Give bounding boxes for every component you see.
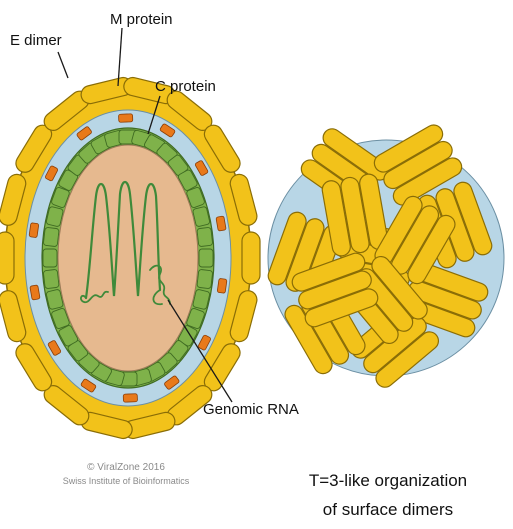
c-protein-unit [199,249,213,267]
c-protein-unit [43,269,59,288]
c-protein-unit [197,269,213,288]
m-protein [119,114,133,122]
c-protein-unit [197,227,213,246]
m-protein [123,394,137,402]
m-protein [217,278,227,293]
virion-surface-view [266,122,504,391]
nucleocapsid-core [58,145,198,371]
c-protein-unit [43,227,59,246]
label-m-protein: M protein [110,11,173,28]
m-protein [29,223,39,238]
surface-e-dimers [266,122,504,391]
label-genomic-rna: Genomic RNA [203,401,299,418]
e-dimer-segment [242,232,260,284]
c-protein-unit [43,249,57,267]
credit-line-2: Swiss Institute of Bioinformatics [63,476,190,486]
e-dimer-segment [0,232,14,284]
caption-line-2: of surface dimers [323,500,453,519]
caption-line-1: T=3-like organization [309,471,467,490]
credit-line-1: © ViralZone 2016 [87,462,165,473]
label-e-dimer: E dimer [10,32,62,49]
label-c-protein: C protein [155,78,216,95]
